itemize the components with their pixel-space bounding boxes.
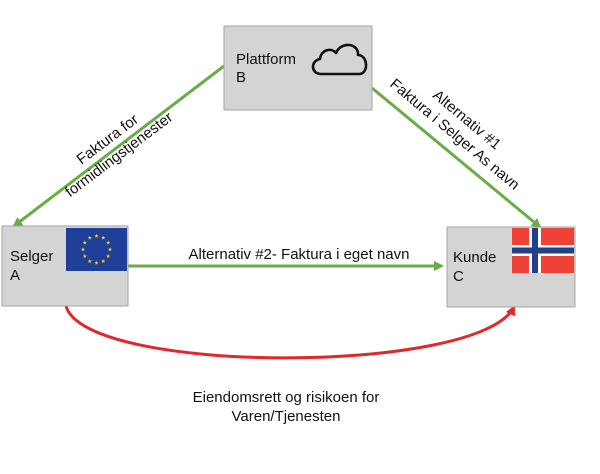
node-letter: C [453,268,464,285]
node-customer: Kunde C [446,226,576,308]
edge-platform-to-customer [371,86,542,229]
label-ownership: Eiendomsrett og risikoen for Varen/Tjene… [193,389,380,425]
eu-star [101,235,106,240]
node-seller: Selger A [1,225,129,307]
green-arrow [371,86,542,229]
eu-star [94,260,99,265]
eu-star [94,233,99,238]
eu-star [82,254,87,259]
red-arrow [64,305,516,360]
node-title: Kunde [453,249,496,266]
node-title: Selger [10,248,53,265]
eu-star [87,258,92,263]
eu-star [87,235,92,240]
edge-label-line2: Varen/Tjenesten [232,408,341,425]
eu-flag-icon [66,228,127,271]
label-platform-to-seller: Faktura for formidlingstjenester [62,109,176,201]
node-letter: B [236,69,246,86]
edge-ownership [64,305,516,360]
eu-star [107,247,113,252]
node-platform: Plattform B [223,25,373,111]
eu-star [101,258,106,263]
eu-star [106,240,111,245]
eu-star [82,240,87,245]
edge-platform-to-seller [12,64,225,228]
label-platform-to-customer: Alternativ #1 Faktura i Selger As navn [386,75,522,193]
norway-flag-icon [512,228,574,273]
edge-label-line2: Faktura i Selger As navn [386,75,522,193]
node-title: Plattform [236,51,296,68]
eu-star [80,247,86,252]
cloud-icon [311,43,368,76]
edge-label-line1: Eiendomsrett og risikoen for [193,389,380,406]
eu-star [106,254,111,259]
node-box [223,25,373,111]
label-seller-to-customer: Alternativ #2- Faktura i eget navn [189,246,410,263]
node-letter: A [10,267,20,284]
green-arrow [12,64,225,228]
